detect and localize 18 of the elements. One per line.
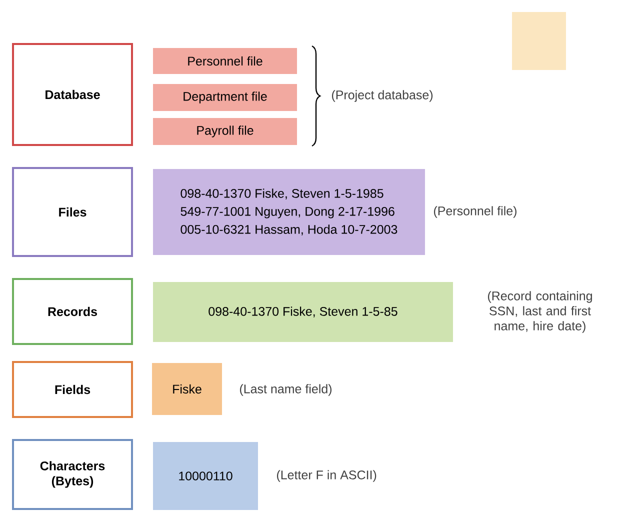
- level-box: Records: [12, 278, 133, 345]
- data-box: Fiske: [152, 363, 222, 415]
- level-box: Files: [12, 167, 133, 257]
- annotation: (Record containing SSN, last and first name, hire date): [488, 291, 592, 333]
- data-box: Department file: [153, 84, 297, 111]
- level-box: Fields: [12, 361, 133, 418]
- data-box: 10000110: [153, 442, 258, 510]
- annotation: (Last name field): [240, 384, 332, 396]
- annotation: (Project database): [332, 90, 433, 102]
- level-box: Characters (Bytes): [12, 439, 133, 510]
- level-box: Database: [12, 43, 133, 146]
- data-box: 098-40-1370 Fiske, Steven 1-5-1985 549-77-1001 Nguyen, Dong 2-17-1996 005-10-6321 Hassam, Hoda 10-7-2003: [153, 169, 425, 255]
- data-box: Payroll file: [153, 118, 297, 145]
- annotation: (Letter F in ASCII): [276, 470, 376, 482]
- data-box: Personnel file: [153, 48, 297, 74]
- data-box: 098-40-1370 Fiske, Steven 1-5-85: [153, 282, 453, 342]
- annotation: (Personnel file): [434, 206, 516, 218]
- empty-box: [512, 12, 566, 70]
